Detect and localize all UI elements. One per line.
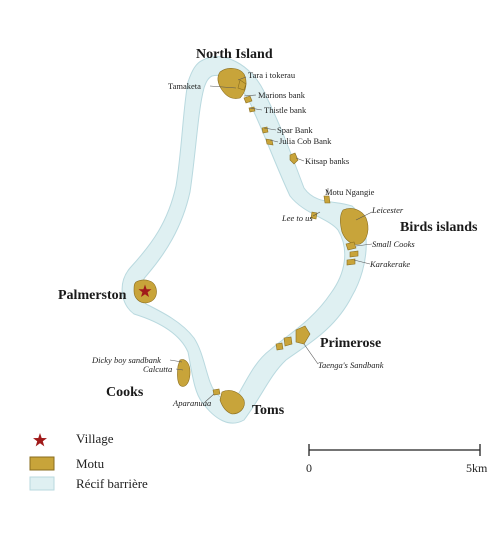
motu — [289, 152, 299, 165]
label-calcutta: Calcutta — [143, 364, 172, 374]
legend-reef-label: Récif barrière — [76, 476, 148, 491]
label-kitsap-banks: Kitsap banks — [305, 156, 349, 166]
scale-bar — [308, 444, 481, 456]
motu — [275, 342, 284, 351]
legend: Village Motu Récif barrière — [29, 431, 148, 491]
leader-line — [295, 157, 305, 162]
legend-motu-swatch — [29, 456, 55, 471]
label-karakerake: Karakerake — [369, 259, 410, 269]
label-julia-cob-bank: Julia Cob Bank — [279, 136, 332, 146]
motu — [217, 68, 247, 99]
leader-line — [249, 107, 263, 111]
legend-village-label: Village — [76, 431, 114, 446]
leader-line — [303, 343, 319, 365]
scale-end-label: 5km — [466, 461, 488, 475]
legend-motu-label: Motu — [76, 456, 105, 471]
motu — [212, 388, 221, 396]
leader-line — [209, 85, 237, 89]
label-tamaketa: Tamaketa — [168, 81, 201, 91]
label-north-island: North Island — [196, 47, 273, 62]
leader-line — [204, 393, 215, 403]
label-spar-bank: Spar Bank — [277, 125, 313, 135]
leader-line — [263, 127, 277, 131]
label-dicky-boy-sandbank: Dicky boy sandbank — [91, 355, 161, 365]
label-toms: Toms — [252, 403, 285, 418]
leader-line — [269, 139, 279, 143]
label-marions-bank: Marions bank — [258, 90, 306, 100]
label-leicester: Leicester — [371, 205, 404, 215]
motu — [283, 336, 293, 347]
motu — [177, 359, 191, 387]
label-primerose: Primerose — [320, 336, 381, 351]
leader-line — [355, 211, 373, 221]
motu — [345, 241, 357, 251]
motu — [237, 79, 247, 91]
motu — [248, 106, 256, 113]
motu — [243, 95, 253, 104]
motu — [346, 258, 356, 266]
motu — [323, 195, 331, 204]
label-motu-ngangie: Motu Ngangie — [325, 187, 375, 197]
label-thistle-bank: Thistle bank — [264, 105, 307, 115]
label-tara-i-tokerau: Tara i tokerau — [248, 70, 296, 80]
legend-reef-swatch — [29, 476, 55, 491]
label-taengas-sandbank: Taenga's Sandbank — [318, 360, 384, 370]
village-star-icon — [138, 284, 152, 297]
label-aparanuaa: Aparanuaa — [172, 398, 211, 408]
motu — [349, 250, 359, 258]
leader-line — [169, 359, 183, 363]
label-palmerston: Palmerston — [58, 288, 127, 303]
motu — [265, 138, 274, 146]
label-birds-islands: Birds islands — [400, 220, 478, 235]
label-lee-to-us: Lee to us — [281, 213, 313, 223]
label-small-cooks: Small Cooks — [372, 239, 415, 249]
scale-start-label: 0 — [306, 461, 312, 475]
leader-line — [355, 243, 373, 247]
motu — [295, 325, 311, 345]
legend-star-icon — [33, 433, 47, 447]
leader-line — [353, 259, 371, 265]
leader-line — [237, 76, 247, 81]
motu — [219, 390, 245, 415]
leader-line — [243, 94, 257, 97]
leader-line — [175, 368, 184, 371]
label-cooks: Cooks — [106, 385, 144, 400]
leader-line — [312, 211, 321, 217]
